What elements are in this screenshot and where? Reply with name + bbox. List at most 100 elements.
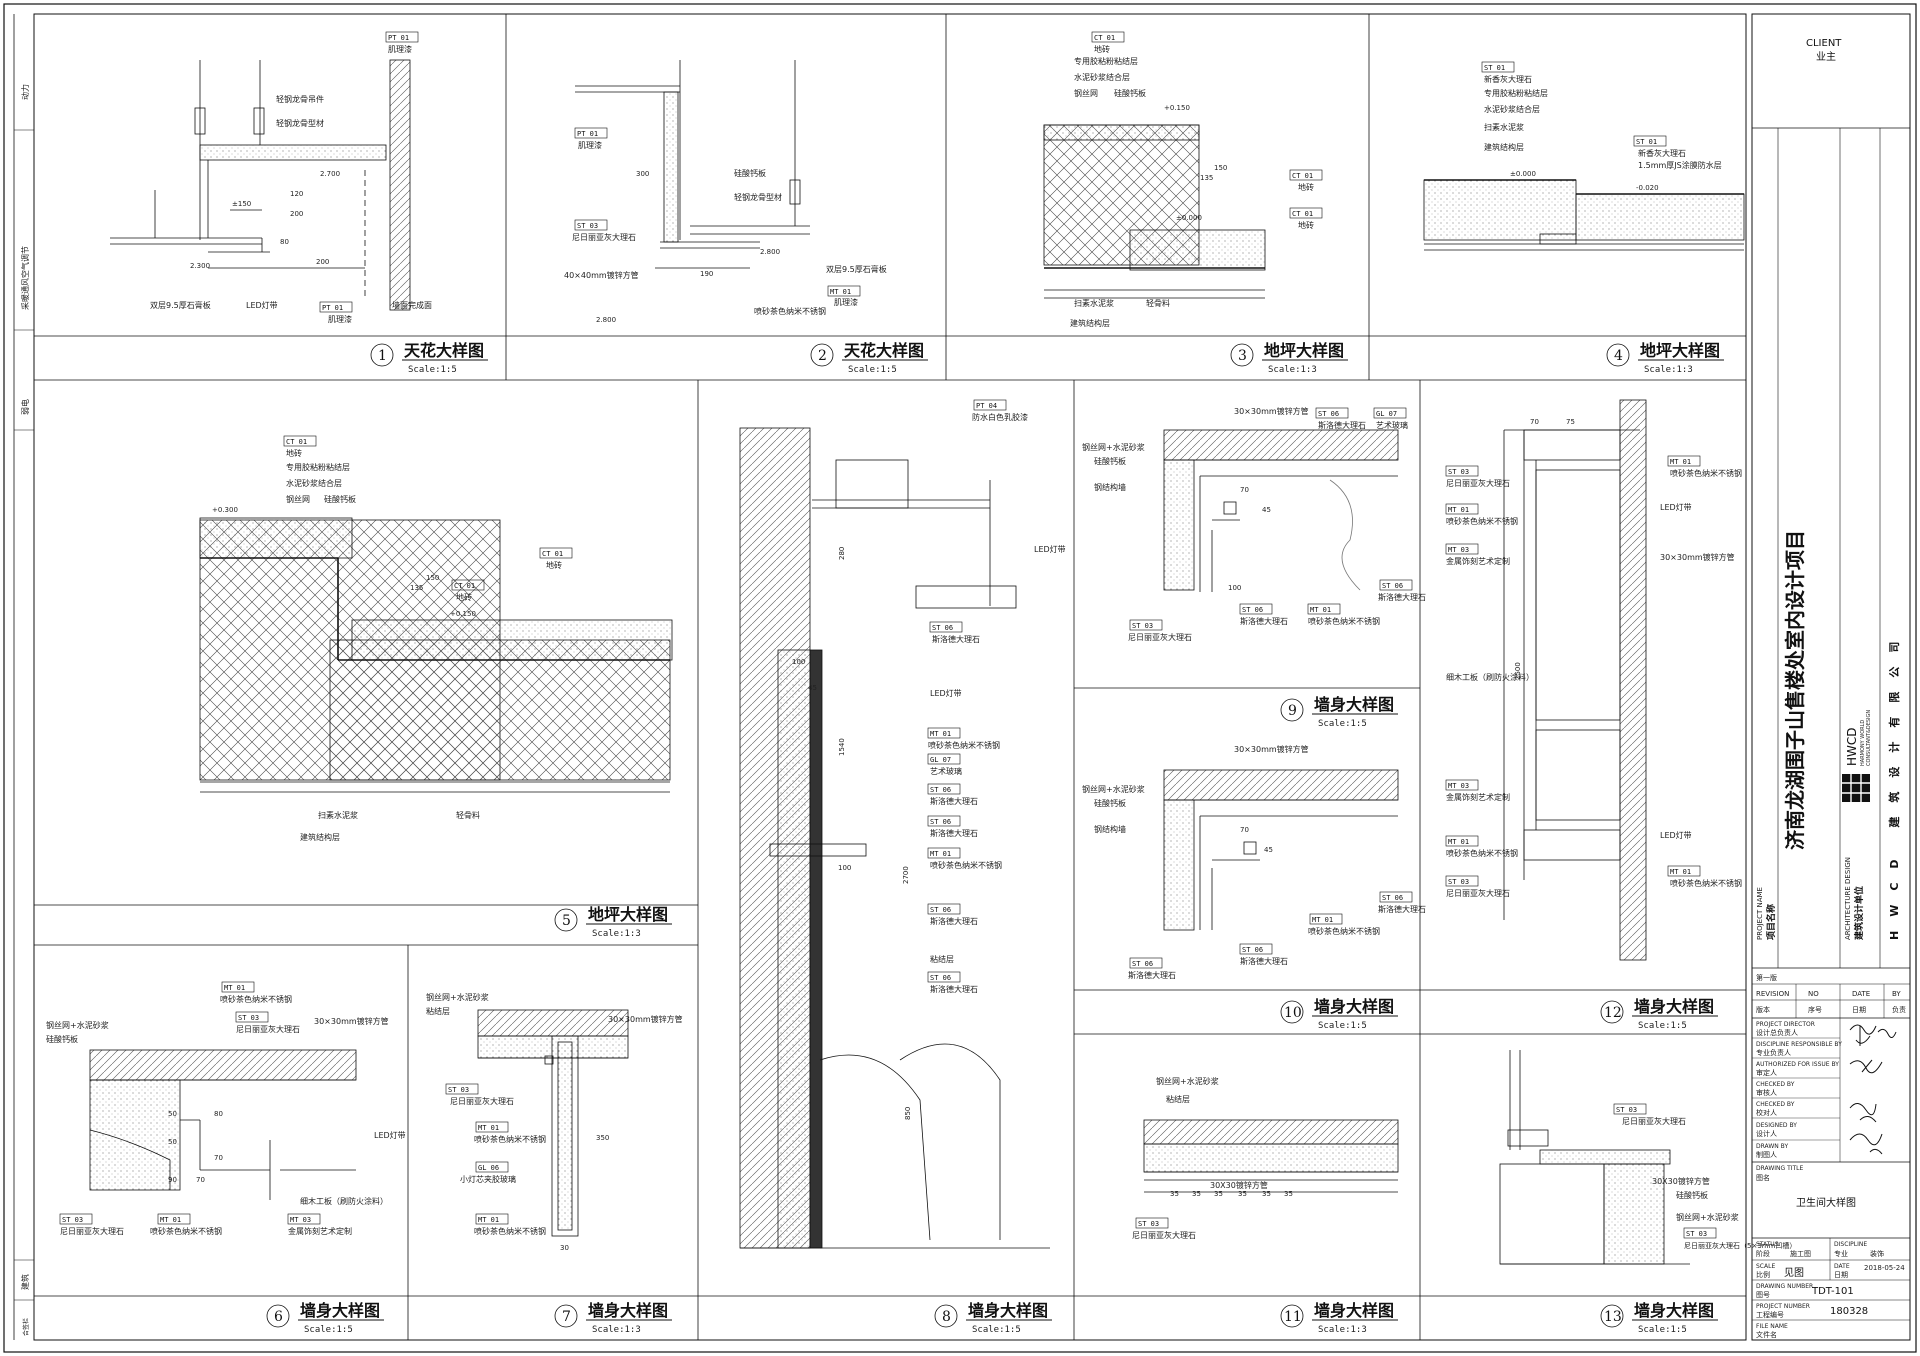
d1-dim: 120 [290,190,303,198]
detail-title-12: 12 墙身大样图 Scale:1:5 [1600,997,1718,1031]
d4-note: 专用胶粘粉粘结层 [1484,88,1548,98]
title-block: CLIENT 业主 PROJECT NAME 项目名称 济南龙湖围子山售楼处室内… [1745,13,1911,1341]
date-label-cn: 日期 [1834,1271,1848,1279]
d8-tag: ST 06 [930,818,951,826]
d7-note: 喷砂茶色纳米不锈钢 [474,1226,546,1236]
detail-13-notes: ST 03 尼日丽亚灰大理石 30X30镀锌方管 硅酸钙板 钢丝网+水泥砂浆 S… [1613,1103,1796,1250]
d8-note: 斯洛德大理石 [930,828,978,838]
d12-note: 喷砂茶色纳米不锈钢 [1670,878,1742,888]
d12-tag: MT 03 [1448,546,1469,554]
d2-dim: 190 [700,270,713,278]
detail-5-floor [199,517,673,793]
project-name-label-en: PROJECT NAME [1756,887,1764,940]
d10-note: 30×30mm镀锌方管 [1234,744,1309,754]
d10-tag: ST 06 [1132,960,1153,968]
detail-scale: Scale:1:3 [1644,365,1693,375]
d11-note: 30X30镀锌方管 [1210,1180,1268,1190]
detail-title-8: 8 墙身大样图 Scale:1:5 [934,1301,1052,1335]
d13-note: 尼日丽亚灰大理石（5×3mm凹槽） [1684,1241,1796,1250]
detail-11-wall [1143,1119,1399,1193]
d8-tag: MT 01 [930,850,951,858]
d12-note: 30×30mm镀锌方管 [1660,552,1735,562]
revision-no-en: NO [1808,990,1819,998]
d10-note: 钢丝网+水泥砂浆 [1082,784,1145,794]
d1-dim: 2.700 [320,170,340,178]
d1-note: 肌理漆 [328,314,352,324]
d9-tag: ST 06 [1382,582,1403,590]
detail-title: 墙身大样图 [1314,1301,1394,1320]
discipline-value: 装饰 [1870,1249,1884,1258]
detail-13-wall [1499,1050,1690,1265]
d8-note: 斯洛德大理石 [930,916,978,926]
d3-tag: CT 01 [1292,210,1313,218]
scale-label-cn: 比例 [1756,1270,1770,1279]
d1-dim: 2.300 [190,262,210,270]
d8-note: LED灯带 [1034,544,1066,554]
d3-dim: ±0.000 [1176,214,1202,222]
d8-note: 艺术玻璃 [930,766,962,776]
d5-note: 地砖 [286,448,302,458]
d7-tag: MT 01 [478,1216,499,1224]
signature-label-en: DISCIPLINE RESPONSIBLE BY [1756,1041,1842,1048]
d3-tag: CT 01 [1292,172,1313,180]
detail-scale: Scale:1:5 [304,1325,353,1335]
detail-number: 11 [1284,1309,1302,1325]
d11-dim: 35 [1214,1190,1223,1198]
handwritten-signatures [1849,1024,1897,1155]
d1-dim: 200 [316,258,329,266]
drawing-title-label-cn: 图名 [1756,1173,1770,1182]
d6-dim: 90 [168,1176,177,1184]
detail-number: 7 [562,1309,571,1325]
detail-4-notes: ST 01 新香灰大理石 专用胶粘粉粘结层 水泥砂浆结合层 扫素水泥浆 建筑结构… [1481,61,1722,192]
panel-grid [34,14,1746,1340]
signature-label-cn: 审定人 [1756,1068,1777,1077]
d12-dim: 70 [1530,418,1539,426]
file-name-label-cn: 文件名 [1756,1330,1777,1339]
project-number-value: 180328 [1830,1306,1868,1317]
d12-note: 喷砂茶色纳米不锈钢 [1446,848,1518,858]
d1-dim: 200 [290,210,303,218]
d5-tag: CT 01 [286,438,307,446]
detail-number: 10 [1284,1005,1302,1021]
revision-label-en: REVISION [1756,990,1789,998]
discipline-label-en: DISCIPLINE [1834,1241,1867,1248]
detail-number: 5 [562,913,571,929]
project-number-label-cn: 工程编号 [1756,1310,1784,1319]
d8-note: 粘结层 [930,954,954,964]
d8-note: 喷砂茶色纳米不锈钢 [928,740,1000,750]
detail-number: 4 [1614,348,1623,364]
detail-6-wall [89,1049,357,1200]
d9-tag: GL 07 [1376,410,1397,418]
detail-9-wall [1163,429,1399,592]
detail-12-notes: ST 03 尼日丽亚灰大理石 MT 01 喷砂茶色纳米不锈钢 MT 03 金属饰… [1445,418,1742,898]
d6-note: 喷砂茶色纳米不锈钢 [220,994,292,1004]
scale-label-en: SCALE [1756,1263,1775,1270]
discipline-label-cn: 专业 [1834,1249,1848,1258]
detail-12-wall [1503,399,1647,961]
project-name-label-cn: 项目名称 [1765,904,1777,940]
drawing-number-label-en: DRAWING NUMBER [1756,1283,1813,1290]
d3-note: 水泥砂浆结合层 [1074,72,1130,82]
d2-note: 轻钢龙骨型材 [734,192,782,202]
d9-dim: 100 [1228,584,1241,592]
d6-dim: 70 [196,1176,205,1184]
d2-dim: 300 [636,170,649,178]
d13-tag: ST 03 [1616,1106,1637,1114]
d8-dim: 1540 [838,738,846,756]
detail-number: 2 [818,348,827,364]
d12-tag: ST 03 [1448,468,1469,476]
d1-tag: PT 01 [388,34,409,42]
d8-tag: GL 07 [930,756,951,764]
d12-note: 金属饰刻艺术定制 [1446,792,1510,802]
d9-note: 喷砂茶色纳米不锈钢 [1308,616,1380,626]
d2-tag: PT 01 [577,130,598,138]
d8-tag: PT 04 [976,402,997,410]
detail-title-3: 3 地坪大样图 Scale:1:3 [1230,341,1348,375]
detail-7-wall [477,1009,629,1237]
detail-scale: Scale:1:5 [1318,1021,1367,1031]
designer-label-en: ARCHITECTURE DESIGN [1844,857,1852,940]
detail-title-5: 5 地坪大样图 Scale:1:3 [554,905,672,939]
signature-label-en: PROJECT DIRECTOR [1756,1021,1815,1028]
d11-dim: 35 [1170,1190,1179,1198]
d3-note: 扫素水泥浆 [1074,298,1114,308]
